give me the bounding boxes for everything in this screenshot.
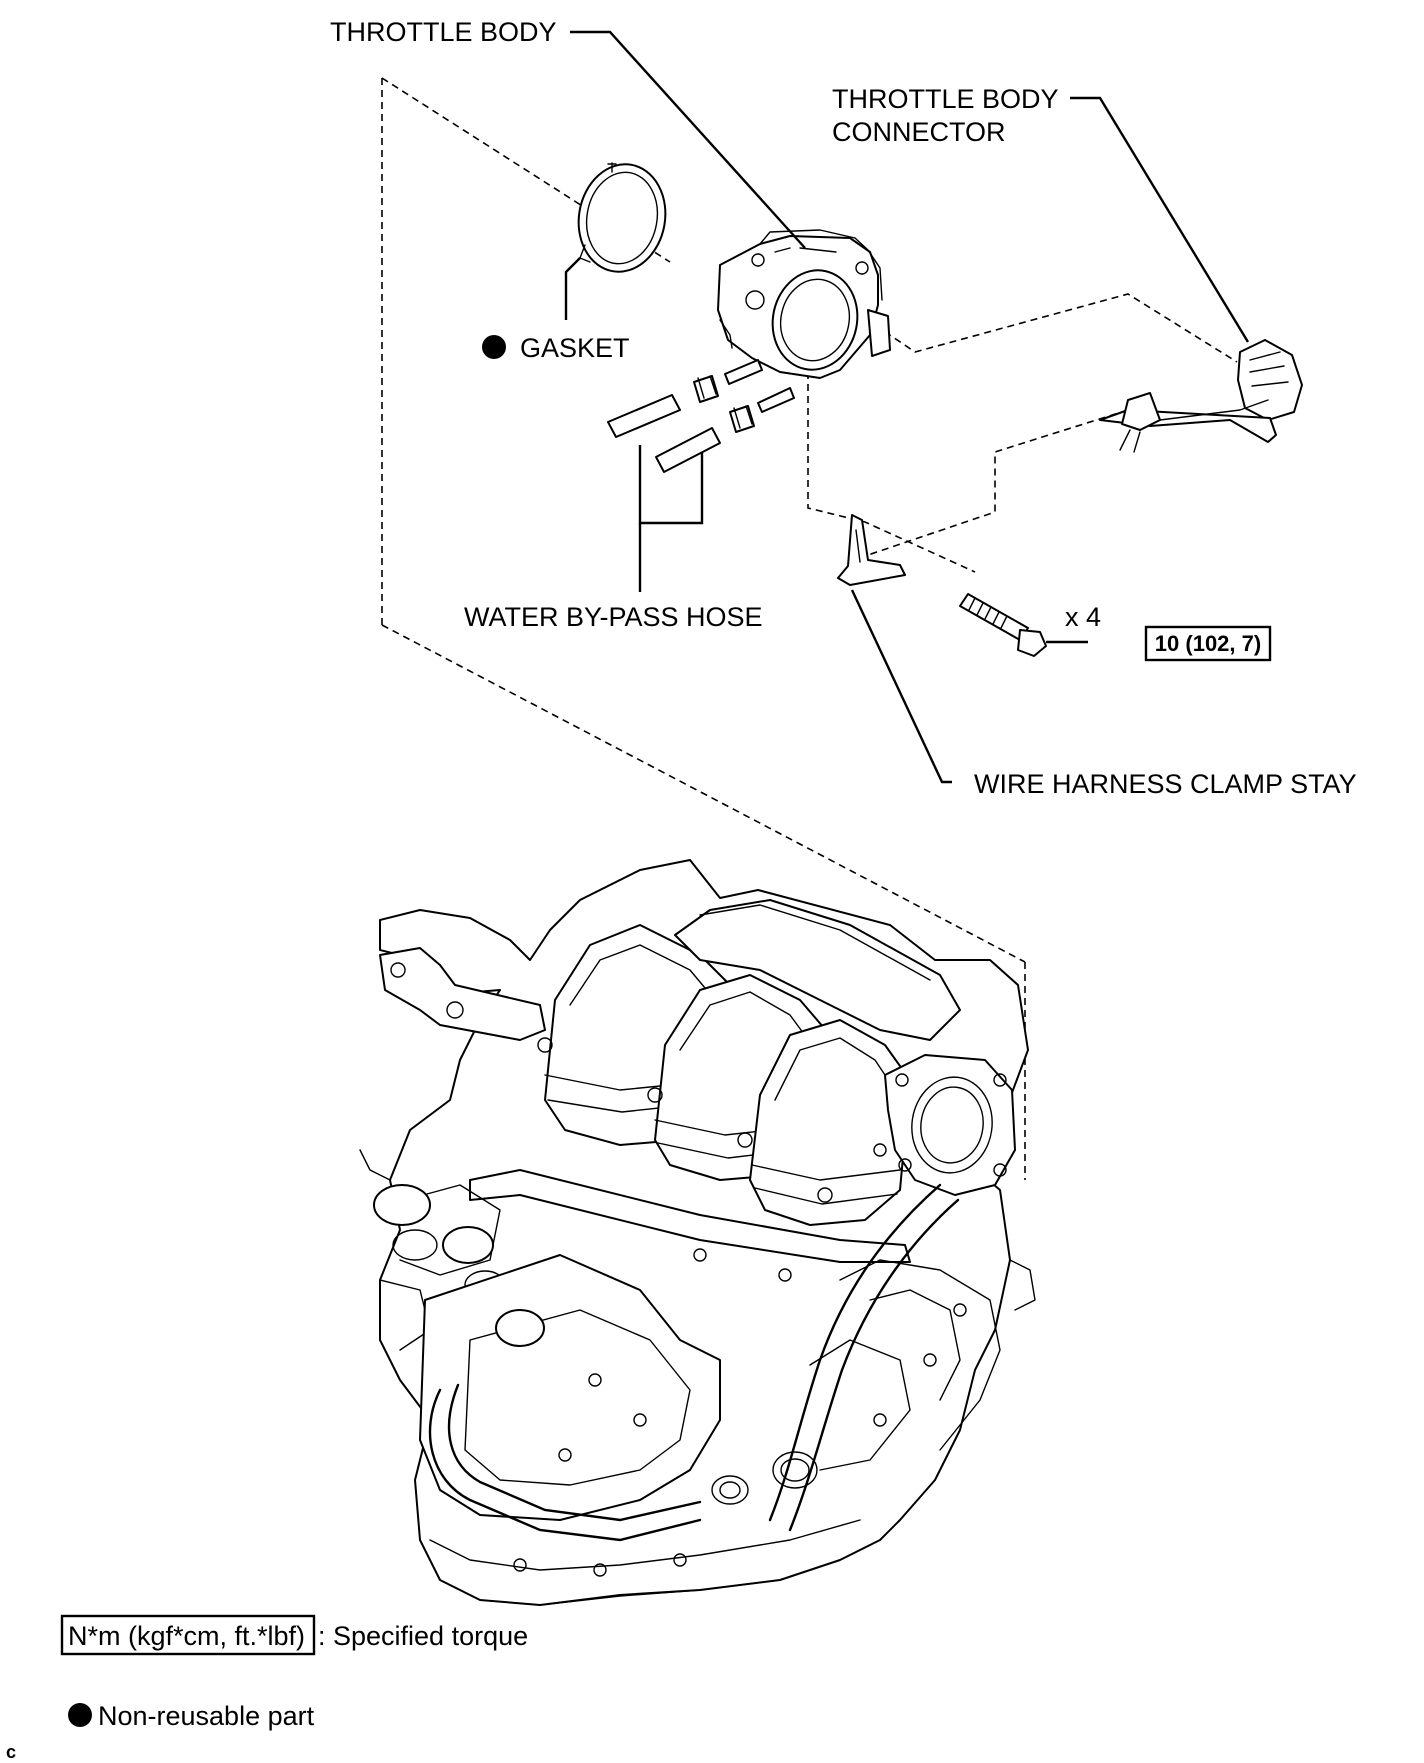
torque-value-box <box>1144 625 1272 662</box>
gasket-label: GASKET <box>520 333 630 363</box>
corner-mark: c <box>6 1742 16 1762</box>
filled-circle-icon <box>68 1703 92 1727</box>
bolt-count-label: x 4 <box>1065 602 1101 632</box>
throttle-body-connector-part <box>1099 339 1303 453</box>
throttle-body-nipples <box>724 359 795 413</box>
engine-intake-manifold-part <box>359 859 1036 1606</box>
wire-harness-clamp-stay-label: WIRE HARNESS CLAMP STAY <box>974 769 1357 799</box>
hose-clamps <box>693 375 755 433</box>
legend: N*m (kgf*cm, ft.*lbf) : Specified torque… <box>60 1614 528 1731</box>
gasket-nonreusable-marker-icon <box>482 335 506 359</box>
water-bypass-hose-label: WATER BY-PASS HOSE <box>464 602 763 632</box>
legend-torque-unit: N*m (kgf*cm, ft.*lbf) <box>68 1621 305 1651</box>
legend-nonreusable-description: Non-reusable part <box>98 1701 315 1731</box>
throttle-body-label: THROTTLE BODY <box>330 17 557 47</box>
water-bypass-hoses <box>607 394 721 592</box>
legend-torque-description: : Specified torque <box>318 1621 528 1651</box>
throttle-body-part <box>717 229 891 379</box>
throttle-body-connector-label-line2: CONNECTOR <box>832 117 1006 147</box>
torque-value-label: 10 (102, 7) <box>1155 631 1261 656</box>
gasket-part <box>577 162 667 273</box>
bolt-part <box>959 593 1047 657</box>
wire-harness-clamp-stay-part <box>837 514 906 586</box>
alignment-dashed-lines <box>381 77 1238 1180</box>
torque-unit-box <box>60 1614 316 1656</box>
leader-lines <box>564 30 1250 784</box>
throttle-body-connector-label-line1: THROTTLE BODY <box>832 84 1059 114</box>
